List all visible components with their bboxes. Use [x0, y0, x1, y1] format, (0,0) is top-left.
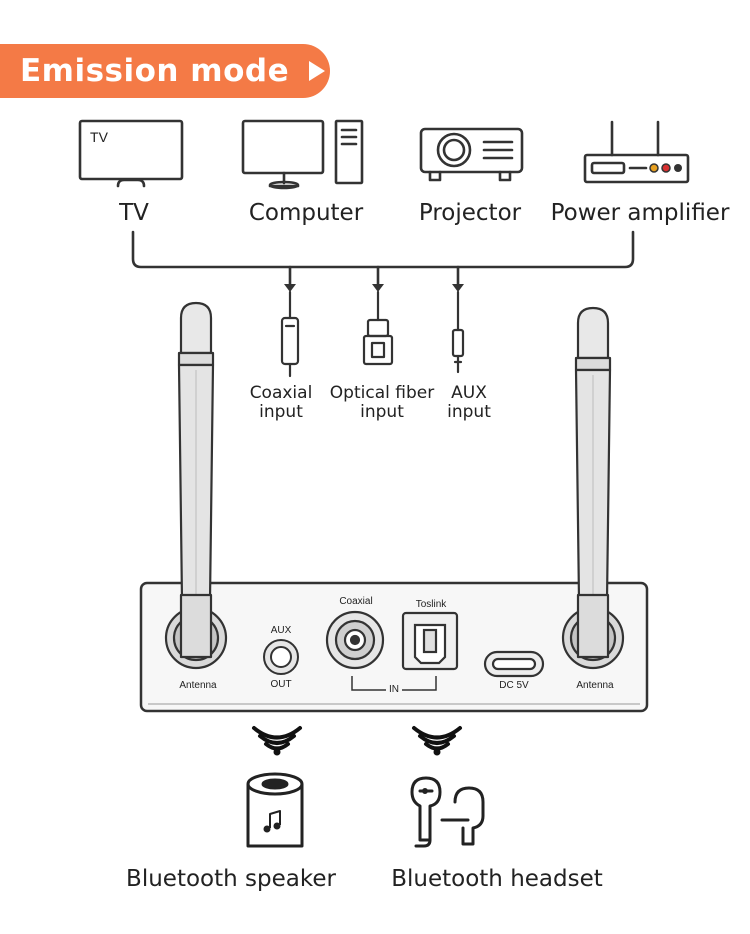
headset-label: Bluetooth headset — [391, 866, 603, 892]
speaker-label: Bluetooth speaker — [126, 866, 336, 892]
emission-mode-banner: Emission mode — [0, 44, 330, 98]
play-arrow-icon — [309, 61, 326, 81]
source-label-tv: TV — [119, 200, 149, 226]
source-label-projector: Projector — [418, 200, 522, 226]
antenna-left-label: Antenna — [179, 680, 217, 691]
tv-screen-text: TV — [90, 129, 108, 145]
dc-label: DC 5V — [499, 680, 529, 691]
headset-icon — [410, 776, 485, 848]
projector-icon — [419, 127, 524, 182]
aux-plug-icon — [451, 290, 465, 374]
coaxial-input-label: Coaxial input — [249, 383, 313, 422]
source-bracket — [131, 230, 635, 269]
coaxial-plug-icon — [280, 290, 300, 378]
speaker-icon — [246, 772, 304, 848]
in-label: IN — [386, 684, 402, 695]
coaxial-port — [325, 610, 385, 670]
aux-port-label: AUX — [270, 625, 292, 636]
antenna-right-label: Antenna — [576, 680, 614, 691]
wave-left-icon — [252, 726, 302, 751]
out-port-label: OUT — [270, 679, 292, 690]
coaxial-port-label: Coaxial — [339, 596, 373, 607]
computer-icon — [241, 119, 364, 190]
aux-out-port — [263, 639, 299, 675]
banner-title: Emission mode — [20, 53, 290, 89]
transmitter-device — [139, 581, 649, 713]
right-antenna-icon — [561, 306, 625, 670]
optical-plug-icon — [362, 290, 394, 366]
wave-right-icon — [412, 726, 462, 751]
dc-port — [483, 650, 545, 678]
aux-input-label: AUX input — [447, 383, 491, 422]
left-antenna-icon — [164, 301, 228, 670]
tv-icon — [78, 119, 184, 188]
toslink-port — [401, 611, 459, 671]
toslink-port-label: Toslink — [415, 599, 447, 610]
source-label-computer: Computer — [248, 200, 364, 226]
source-label-amplifier: Power amplifier — [550, 200, 730, 226]
amplifier-icon — [583, 120, 690, 184]
optical-input-label: Optical fiber input — [329, 383, 435, 422]
